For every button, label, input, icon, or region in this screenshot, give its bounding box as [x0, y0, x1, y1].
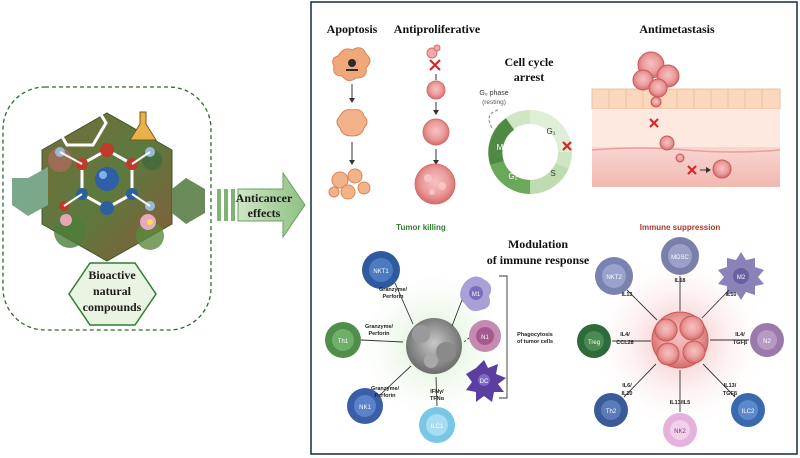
- n1-cell: [469, 320, 501, 352]
- nk2-label: NK2: [674, 429, 686, 435]
- il13-tgf-label-a: IL13/: [724, 383, 737, 389]
- phagocytosis-label-b: of tumor cells: [517, 339, 553, 345]
- tumor-killing-arrows: [360, 282, 470, 407]
- apoptosis-title: Apoptosis: [327, 22, 378, 36]
- m1-cell: [460, 276, 492, 312]
- nkt1-label: NKT1: [373, 269, 389, 275]
- ilc1-cell: [419, 407, 455, 443]
- granzyme-label-1a: Granzyme/: [379, 287, 408, 293]
- nkt2-label: NKT2: [606, 275, 622, 281]
- m1-label: M1: [472, 292, 481, 298]
- granzyme-label-3b: Perforin: [374, 393, 396, 399]
- n2-cell: [750, 323, 784, 357]
- il13-il5-label: IL13/IL5: [670, 400, 690, 406]
- antiproliferative-title: Antiproliferative: [394, 22, 481, 36]
- il6-label-a: IL6/: [622, 383, 632, 389]
- nk1-label: NK1: [359, 405, 371, 411]
- th2-cell: [594, 393, 628, 427]
- cell-cycle-ring: [488, 109, 572, 194]
- immune-title-line1: Modulation: [508, 237, 568, 251]
- nkt1-cell: [362, 251, 400, 289]
- compound-label-line3: compounds: [83, 300, 142, 314]
- g0-sub-label: (resting): [482, 99, 506, 106]
- immune-suppression-title: Immune suppression: [640, 223, 721, 232]
- granzyme-label-3a: Granzyme/: [371, 386, 400, 392]
- ifn-label-a: IFNγ/: [430, 389, 444, 395]
- nk1-cell: [347, 388, 383, 424]
- antimetastasis-title: Antimetastasis: [639, 22, 715, 36]
- ilc1-label: ILC1: [431, 424, 444, 430]
- m2-cell: [718, 252, 764, 300]
- th2-label: Th2: [606, 409, 617, 415]
- compound-label-line1: Bioactive: [88, 268, 136, 282]
- th1-cell: [325, 322, 361, 358]
- cell-cycle-title-line2: arrest: [514, 70, 544, 84]
- compounds-dashed-frame: [2, 86, 212, 331]
- phase-m: M: [497, 143, 504, 152]
- granzyme-label-2b: Perforin: [368, 331, 390, 337]
- molecule-illustration: [12, 99, 205, 262]
- anticancer-label-line1: Anticancer: [236, 191, 293, 205]
- il13-label-a: IL13: [621, 292, 632, 298]
- mdsc-cell: [661, 237, 699, 275]
- phase-g2: G₂: [508, 172, 517, 181]
- phagocytosis-label-a: Phagocytosis: [517, 332, 553, 338]
- il4-ccl28-label-b: CCL28: [616, 340, 633, 346]
- th1-label: Th1: [338, 339, 349, 345]
- n1-label: N1: [481, 335, 489, 341]
- il18-label: IL18: [674, 278, 685, 284]
- immune-suppression-arrows: [612, 276, 749, 412]
- il10-label-a: IL10: [725, 292, 736, 298]
- n2-label: N2: [763, 339, 771, 345]
- ilc2-cell: [731, 393, 765, 427]
- phase-s: S: [550, 169, 555, 178]
- nkt2-cell: [595, 257, 633, 295]
- cell-cycle-title-line1: Cell cycle: [505, 55, 555, 69]
- treg-cell: [577, 324, 611, 358]
- tumor-killing-title: Tumor killing: [396, 223, 446, 232]
- metastasis-illustration: [591, 51, 781, 187]
- il13-tgf-label-b: TGFβ: [723, 391, 738, 397]
- granzyme-label-1b: Perforin: [382, 294, 404, 300]
- il4-tgf-label-a: IL4/: [735, 332, 745, 338]
- pink-tumor: [651, 311, 709, 369]
- dc-label: DC: [480, 379, 489, 385]
- antiproliferative-sequence: [414, 44, 456, 205]
- nk2-cell: [663, 413, 697, 447]
- anticancer-label-line2: effects: [248, 206, 281, 220]
- anticancer-arrow: [217, 171, 306, 239]
- ifn-label-b: TFNα: [430, 396, 445, 402]
- g0-label: G₀ phase: [479, 90, 508, 97]
- phase-g1: G₁: [547, 127, 556, 136]
- granzyme-label-2a: Granzyme/: [365, 324, 394, 330]
- il4-tgf-label-b: TGFβ: [733, 340, 748, 346]
- m2-label: M2: [737, 275, 746, 281]
- apoptosis-sequence: [328, 47, 371, 200]
- il6-label-b: IL10: [621, 391, 632, 397]
- compound-label-hexagon: [68, 262, 157, 326]
- dc-cell: [466, 360, 506, 402]
- phagocytosis-bracket: [499, 275, 508, 399]
- ilc2-label: ILC2: [742, 409, 755, 415]
- treg-label: Treg: [588, 340, 600, 346]
- immune-title-line2: of immune response: [487, 253, 590, 267]
- compound-label-line2: natural: [93, 284, 132, 298]
- il4-ccl28-label-a: IL4/: [620, 332, 630, 338]
- mdsc-label: MDSC: [671, 255, 689, 261]
